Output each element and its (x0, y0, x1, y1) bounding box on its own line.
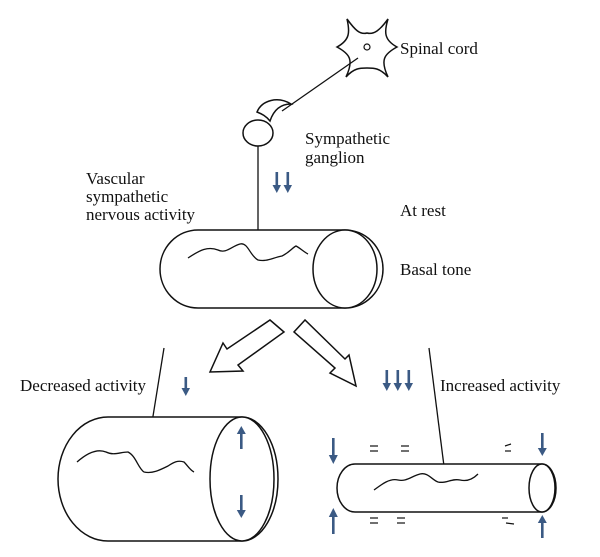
tension-marks-top (370, 443, 512, 452)
down-arrow-icon (283, 172, 292, 193)
up-down-arrow-icon (328, 438, 338, 464)
up-down-arrow-icon (328, 508, 338, 534)
basal-tone-label: Basal tone (400, 260, 471, 279)
vsna-label-line3: nervous activity (86, 205, 196, 224)
increased-nerve-fiber (428, 347, 447, 483)
up-down-arrow-icon (236, 495, 246, 518)
down-arrow-icon (404, 370, 413, 391)
preganglionic-fiber (281, 57, 359, 112)
vsna-label-line1: Vascular (86, 169, 145, 188)
ganglion-crescent (256, 99, 294, 123)
tension-marks-bottom (370, 517, 515, 525)
spinal-cord-label: Spinal cord (400, 39, 478, 58)
down-arrow-icon (393, 370, 402, 391)
at-rest-label: At rest (400, 201, 446, 220)
decreased-label: Decreased activity (20, 376, 147, 395)
up-down-arrow-icon (236, 426, 246, 449)
increased-activity-arrows (382, 370, 413, 391)
increased-label: Increased activity (440, 376, 561, 395)
spinal-cord-shape (335, 18, 399, 78)
ganglion-label-line1: Sympathetic (305, 129, 390, 148)
resting-vessel (159, 229, 384, 309)
down-arrow-icon (272, 172, 281, 193)
sympathetic-ganglion (242, 119, 274, 147)
down-arrow-icon (181, 377, 190, 396)
up-down-arrow-icon (537, 515, 547, 538)
dilated-vessel (57, 416, 279, 542)
vsna-label-line2: sympathetic (86, 187, 169, 206)
arrow-to-increased (292, 318, 358, 388)
constricted-vessel (336, 463, 557, 513)
ganglion-label-line2: ganglion (305, 148, 365, 167)
down-arrow-icon (382, 370, 391, 391)
up-down-arrow-icon (537, 433, 547, 456)
rest-activity-arrows (272, 172, 292, 193)
arrow-to-decreased (208, 319, 286, 373)
